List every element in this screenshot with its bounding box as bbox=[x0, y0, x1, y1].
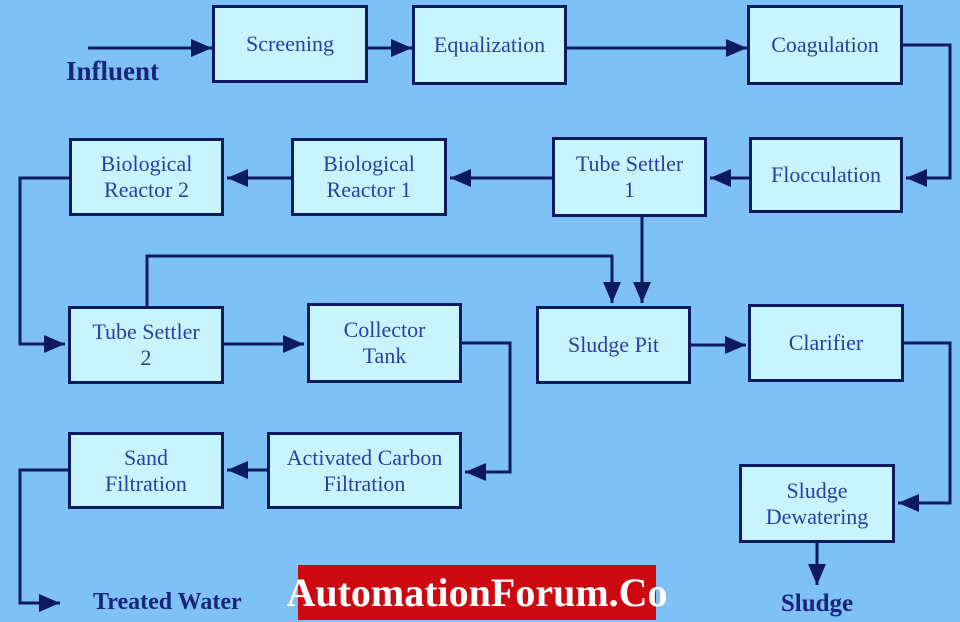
node-sand-filtration: Sand Filtration bbox=[68, 432, 224, 509]
node-screening: Screening bbox=[212, 5, 368, 83]
node-tube-settler-1: Tube Settler 1 bbox=[552, 137, 707, 217]
node-sludge-pit: Sludge Pit bbox=[536, 306, 691, 384]
node-clarifier: Clarifier bbox=[748, 304, 904, 382]
node-biological-reactor-2: Biological Reactor 2 bbox=[69, 138, 224, 216]
connector-biological-reactor-2-tube-settler-2 bbox=[18, 176, 69, 353]
connector-tube-settler-2-sludge-pit bbox=[145, 254, 621, 306]
influent-label: Influent bbox=[66, 56, 160, 86]
node-coagulation: Coagulation bbox=[747, 5, 903, 85]
node-tube-settler-2: Tube Settler 2 bbox=[68, 306, 224, 384]
connector-collector-tank-activated-carbon-filtration bbox=[462, 341, 512, 481]
watermark-banner: AutomationForum.Co bbox=[286, 565, 668, 620]
connector-clarifier-sludge-dewatering bbox=[898, 341, 952, 512]
node-sludge-dewatering: Sludge Dewatering bbox=[739, 464, 895, 543]
sludge-label: Sludge bbox=[780, 590, 854, 617]
node-equalization: Equalization bbox=[412, 5, 567, 85]
node-collector-tank: Collector Tank bbox=[307, 303, 462, 383]
node-activated-carbon-filtration: Activated Carbon Filtration bbox=[267, 432, 462, 509]
connector-coagulation-flocculation bbox=[903, 43, 952, 187]
treated-water-label: Treated Water bbox=[93, 589, 242, 615]
node-biological-reactor-1: Biological Reactor 1 bbox=[291, 138, 447, 216]
connector-sand-filtration-treated-water bbox=[18, 468, 68, 612]
node-flocculation: Flocculation bbox=[749, 137, 903, 213]
watermark-text: AutomationForum.Co bbox=[286, 570, 668, 615]
